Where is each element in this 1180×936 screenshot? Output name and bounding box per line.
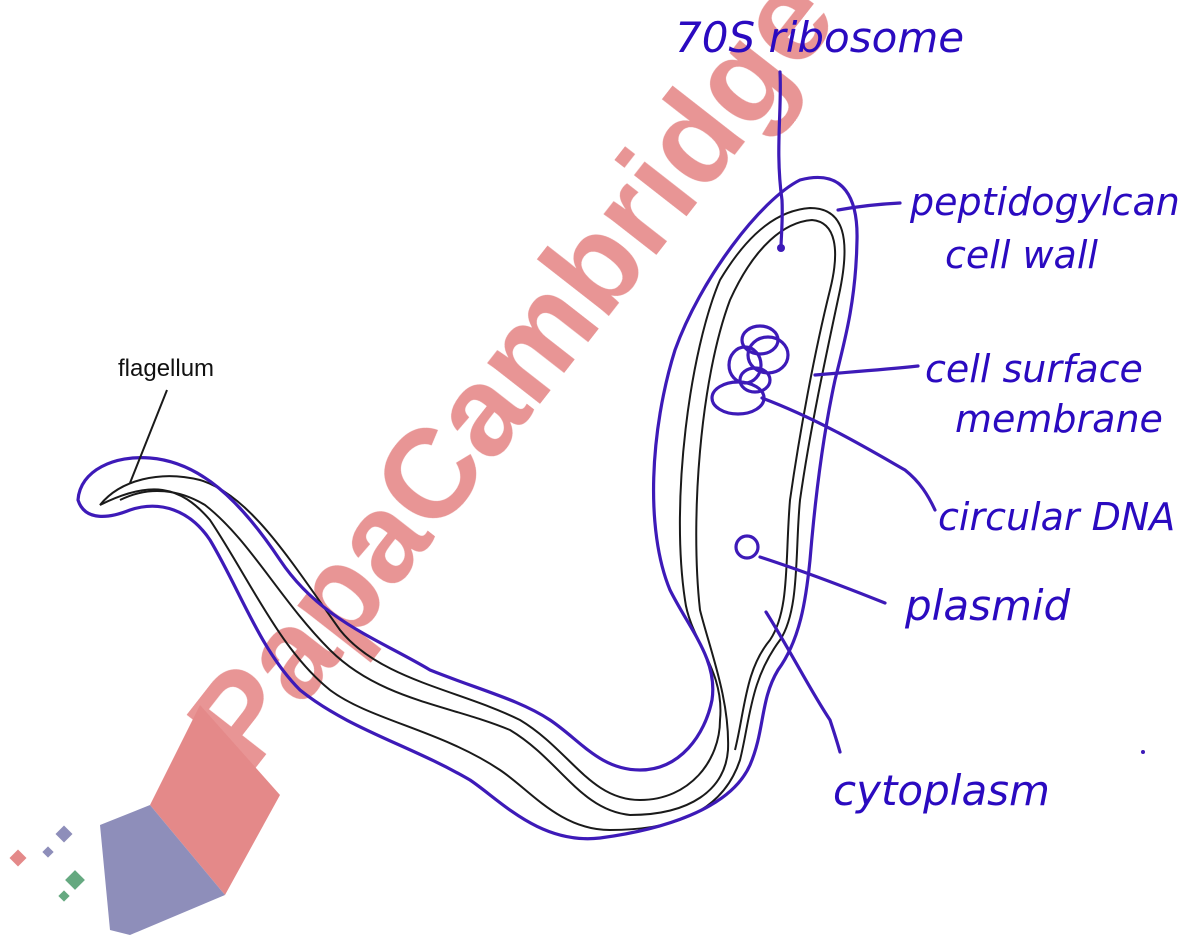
cell-wall-leader — [838, 203, 900, 210]
dna-leader — [762, 398, 935, 510]
circular-dna — [712, 326, 788, 414]
flagellum-leader — [130, 390, 167, 483]
membrane-label-line2: membrane — [955, 397, 1163, 441]
watermark-dot — [58, 890, 69, 901]
ribosome-label: 70S ribosome — [675, 13, 964, 62]
watermark-dot — [65, 870, 85, 890]
dna-loop — [729, 347, 761, 383]
cytoplasm-leader — [766, 612, 840, 752]
watermark-dot — [10, 850, 27, 867]
flagellum-label: flagellum — [118, 355, 214, 382]
cell-wall-label-line1: peptidogylcan — [909, 180, 1180, 224]
dna-label: circular DNA — [938, 495, 1175, 539]
plasmid-label: plasmid — [904, 581, 1071, 630]
plasmid-leader — [760, 557, 885, 603]
plasmid-ring — [736, 536, 758, 558]
watermark-text: PapaCambridge — [160, 0, 862, 792]
membrane-label-line1: cell surface — [925, 347, 1143, 391]
stray-ink-dot — [1141, 750, 1145, 754]
cell-wall-label-line2: cell wall — [945, 233, 1098, 277]
watermark-dot — [56, 826, 73, 843]
cytoplasm-label: cytoplasm — [833, 766, 1050, 815]
dna-loop — [712, 382, 764, 414]
papacambridge-watermark: PapaCambridge — [10, 0, 862, 935]
ribosome-leader — [779, 72, 782, 248]
organelles — [712, 244, 788, 558]
watermark-dot — [42, 846, 53, 857]
membrane-leader — [815, 366, 918, 375]
